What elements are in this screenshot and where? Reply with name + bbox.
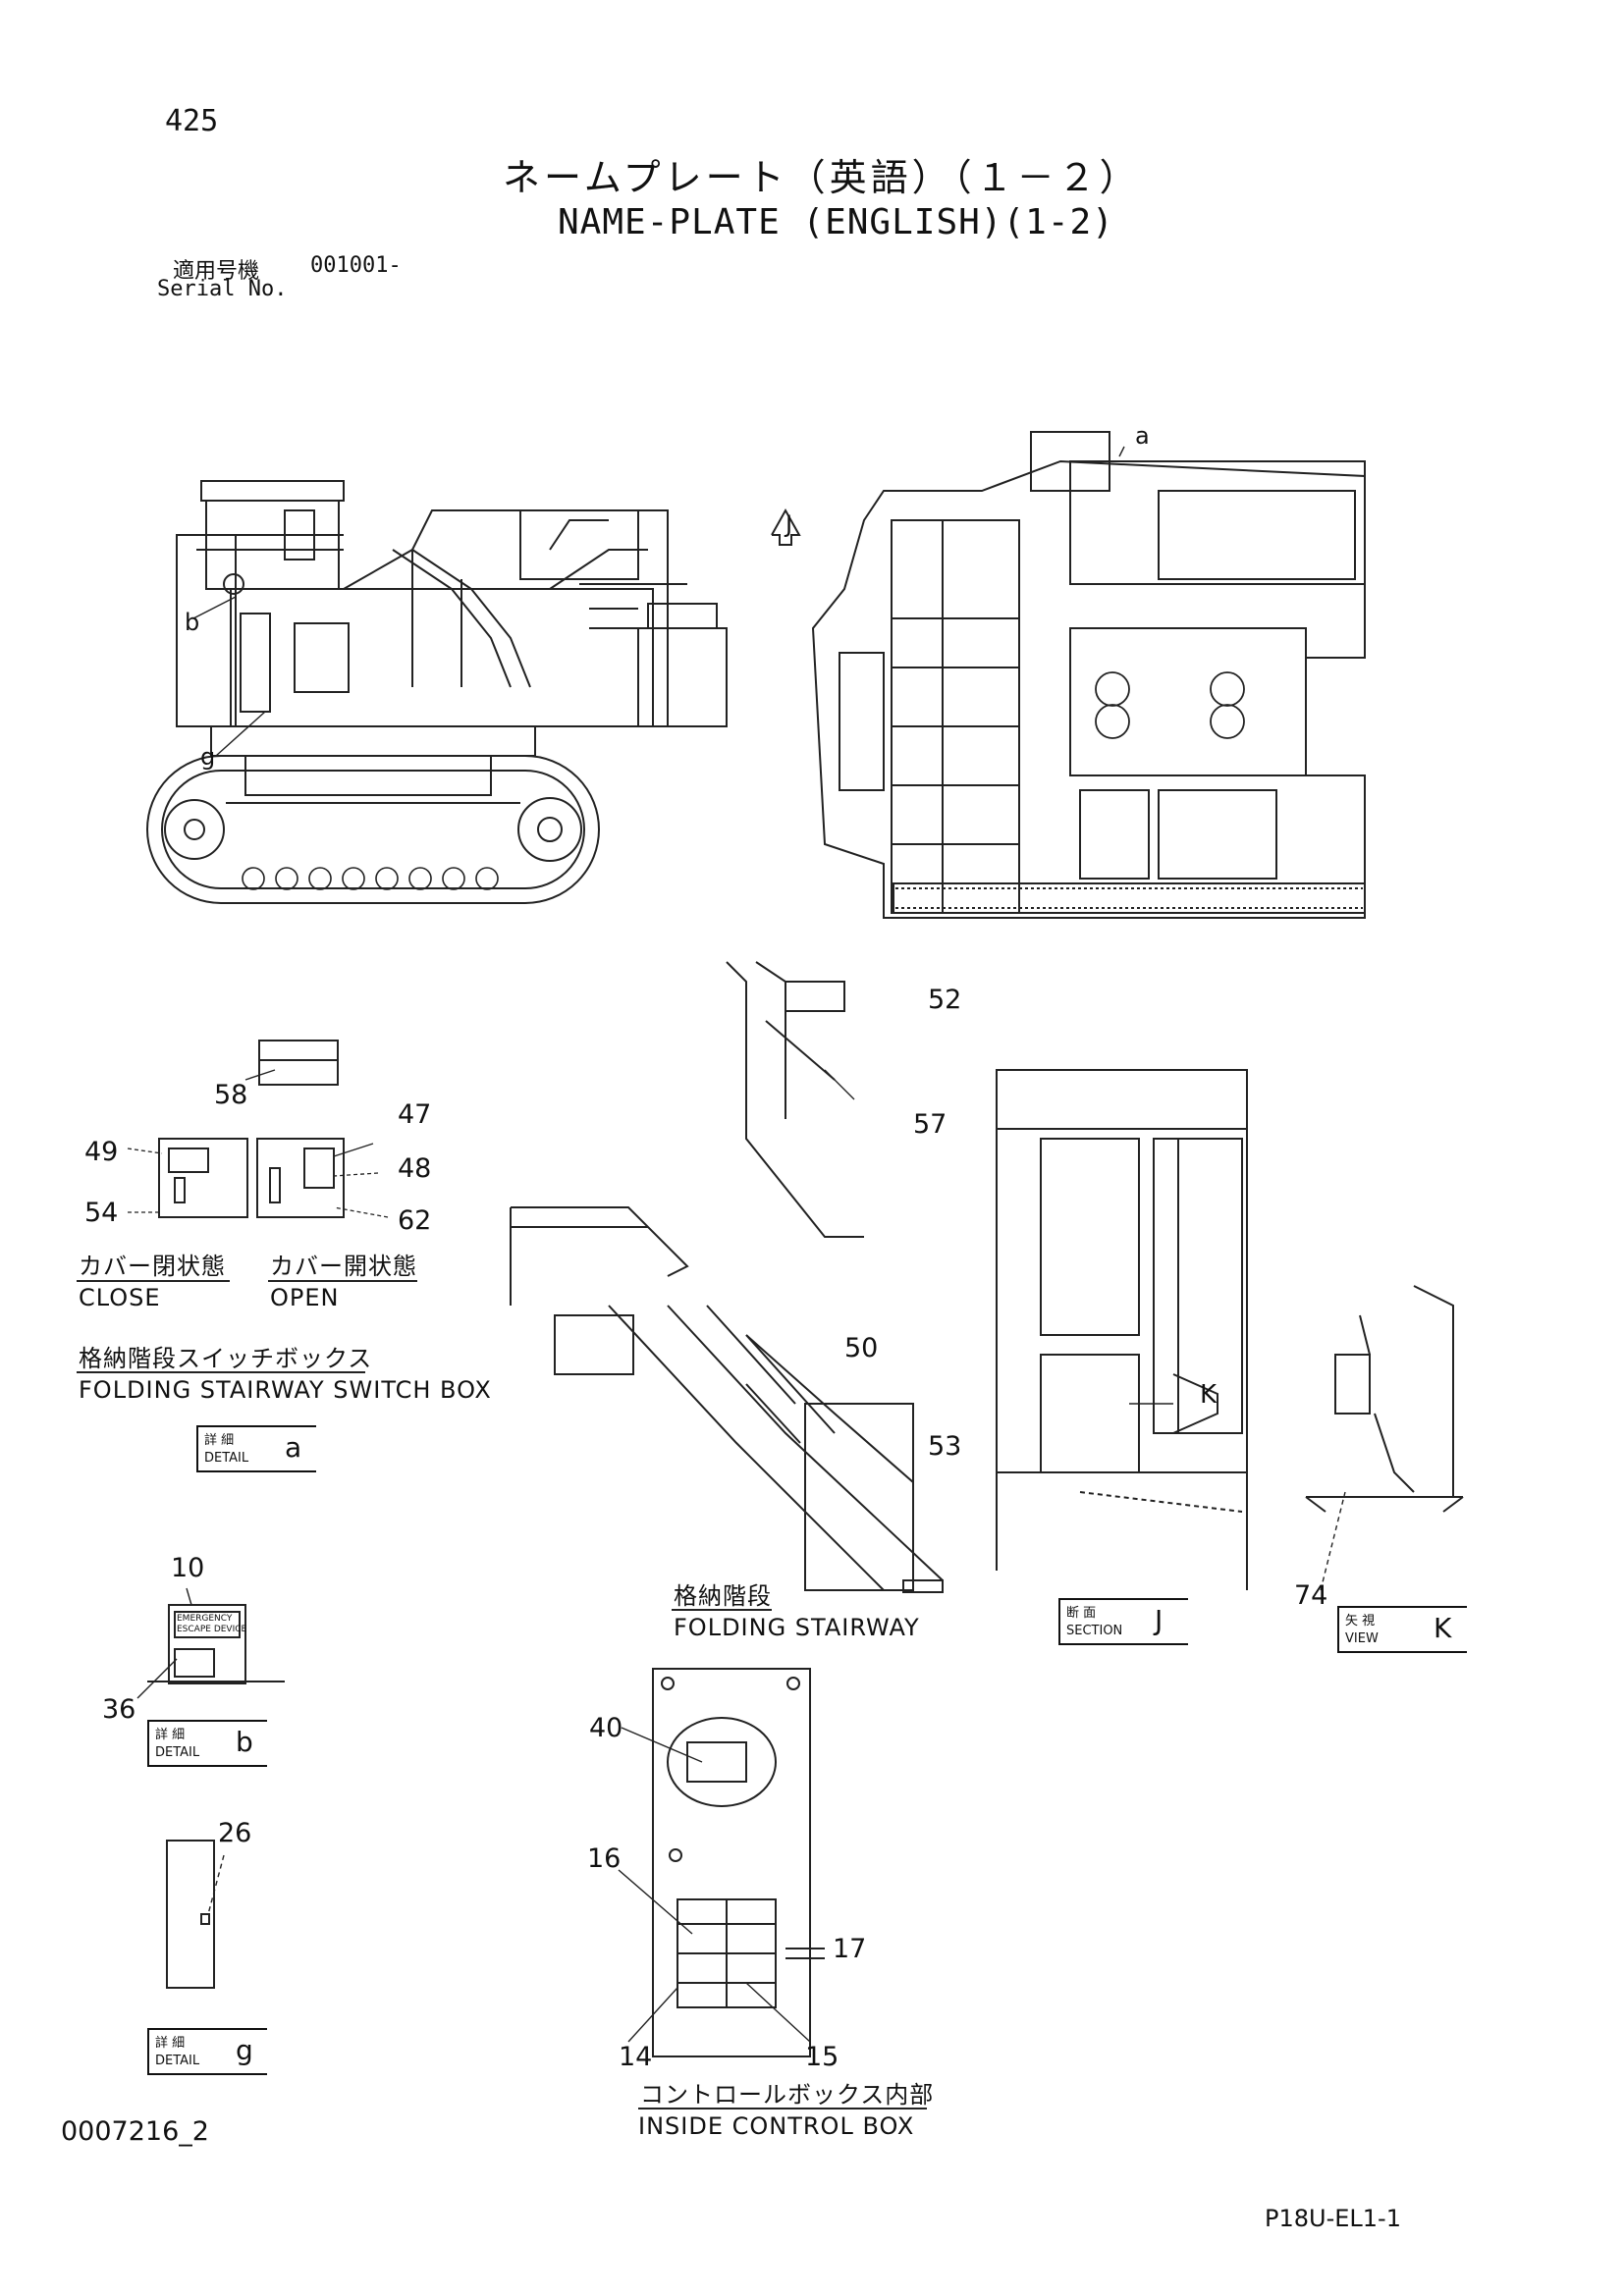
excavator-side-view bbox=[146, 480, 728, 904]
detail-b-box: 詳 細 DETAIL b bbox=[147, 1720, 267, 1767]
plate-text-emergency: EMERGENCY bbox=[177, 1614, 233, 1624]
label-switch-box-english: FOLDING STAIRWAY SWITCH BOX bbox=[79, 1376, 492, 1404]
view-k-letter: K bbox=[1434, 1612, 1452, 1644]
label-cover-closed-japanese: カバー閉状態 bbox=[79, 1253, 226, 1280]
detail-g-en: DETAIL bbox=[155, 2054, 200, 2068]
label-control-box-english: INSIDE CONTROL BOX bbox=[638, 2112, 915, 2140]
detail-a-en: DETAIL bbox=[204, 1451, 249, 1466]
view-marker-b: b bbox=[185, 609, 200, 636]
view-marker-j: J bbox=[785, 510, 793, 538]
detail-a-box: 詳 細 DETAIL a bbox=[196, 1425, 316, 1472]
callout-40: 40 bbox=[589, 1713, 623, 1743]
callout-74: 74 bbox=[1294, 1580, 1328, 1611]
detail-a-letter: a bbox=[285, 1431, 302, 1464]
page-code: P18U-EL1-1 bbox=[1265, 2205, 1401, 2232]
section-j-drawing bbox=[996, 1069, 1248, 1590]
excavator-top-view bbox=[771, 431, 1366, 919]
callout-15: 15 bbox=[805, 2042, 839, 2072]
section-j-en: SECTION bbox=[1066, 1624, 1123, 1638]
label-cover-open-japanese: カバー開状態 bbox=[270, 1253, 417, 1280]
callout-10: 10 bbox=[171, 1553, 205, 1583]
callout-58: 58 bbox=[214, 1080, 248, 1110]
label-switch-box-japanese: 格納階段スイッチボックス bbox=[79, 1345, 373, 1372]
detail-a-jp: 詳 細 bbox=[204, 1433, 235, 1448]
view-marker-k: K bbox=[1200, 1380, 1218, 1410]
callout-52: 52 bbox=[928, 985, 962, 1015]
view-k-jp: 矢 視 bbox=[1345, 1614, 1376, 1629]
callout-48: 48 bbox=[398, 1153, 432, 1184]
callout-62: 62 bbox=[398, 1205, 432, 1236]
page-number: 425 bbox=[165, 104, 219, 138]
control-box-drawing bbox=[618, 1668, 825, 2057]
label-underlines bbox=[77, 1280, 927, 2109]
detail-g-drawing bbox=[166, 1840, 225, 1989]
view-k-box: 矢 視 VIEW K bbox=[1337, 1606, 1467, 1653]
plate-text-escape: ESCAPE DEVICE bbox=[177, 1625, 247, 1634]
serial-label-english: Serial No. bbox=[157, 277, 288, 301]
label-control-box-japanese: コントロールボックス内部 bbox=[640, 2081, 935, 2109]
section-j-letter: J bbox=[1155, 1604, 1164, 1636]
label-cover-open-english: OPEN bbox=[270, 1284, 340, 1311]
serial-number-value: 001001- bbox=[310, 253, 402, 278]
callout-54: 54 bbox=[84, 1198, 119, 1228]
label-stairway-japanese: 格納階段 bbox=[674, 1582, 772, 1610]
detail-b-letter: b bbox=[236, 1726, 253, 1758]
detail-b-jp: 詳 細 bbox=[155, 1728, 186, 1742]
switch-box-drawing bbox=[127, 1040, 389, 1218]
callout-16: 16 bbox=[587, 1843, 622, 1874]
callout-14: 14 bbox=[619, 2042, 653, 2072]
callout-50: 50 bbox=[844, 1333, 879, 1363]
detail-b-drawing bbox=[136, 1587, 285, 1699]
callout-36: 36 bbox=[102, 1694, 136, 1725]
section-j-box: 断 面 SECTION J bbox=[1058, 1598, 1188, 1645]
detail-g-jp: 詳 細 bbox=[155, 2036, 186, 2051]
detail-g-letter: g bbox=[236, 2034, 253, 2066]
label-cover-closed-english: CLOSE bbox=[79, 1284, 161, 1311]
section-j-jp: 断 面 bbox=[1066, 1606, 1097, 1621]
detail-b-en: DETAIL bbox=[155, 1745, 200, 1760]
serial-label-japanese: 適用号機 bbox=[173, 259, 260, 284]
callout-26: 26 bbox=[218, 1818, 252, 1848]
callout-53: 53 bbox=[928, 1431, 962, 1462]
callout-17: 17 bbox=[833, 1934, 867, 1964]
callout-49: 49 bbox=[84, 1137, 119, 1167]
view-k-en: VIEW bbox=[1345, 1631, 1379, 1646]
view-marker-a: a bbox=[1135, 422, 1150, 450]
document-code: 0007216_2 bbox=[61, 2116, 209, 2147]
callout-57: 57 bbox=[913, 1109, 947, 1140]
page-title-english: NAME-PLATE (ENGLISH)(1-2) bbox=[558, 202, 1114, 242]
folding-stairway-drawing bbox=[510, 961, 944, 1593]
label-stairway-english: FOLDING STAIRWAY bbox=[674, 1614, 920, 1641]
callout-47: 47 bbox=[398, 1099, 432, 1130]
detail-g-box: 詳 細 DETAIL g bbox=[147, 2028, 267, 2075]
page-title-japanese: ネームプレート（英語）（１－２） bbox=[503, 156, 1141, 199]
view-k-drawing bbox=[1305, 1285, 1464, 1591]
view-marker-g: g bbox=[200, 743, 216, 771]
